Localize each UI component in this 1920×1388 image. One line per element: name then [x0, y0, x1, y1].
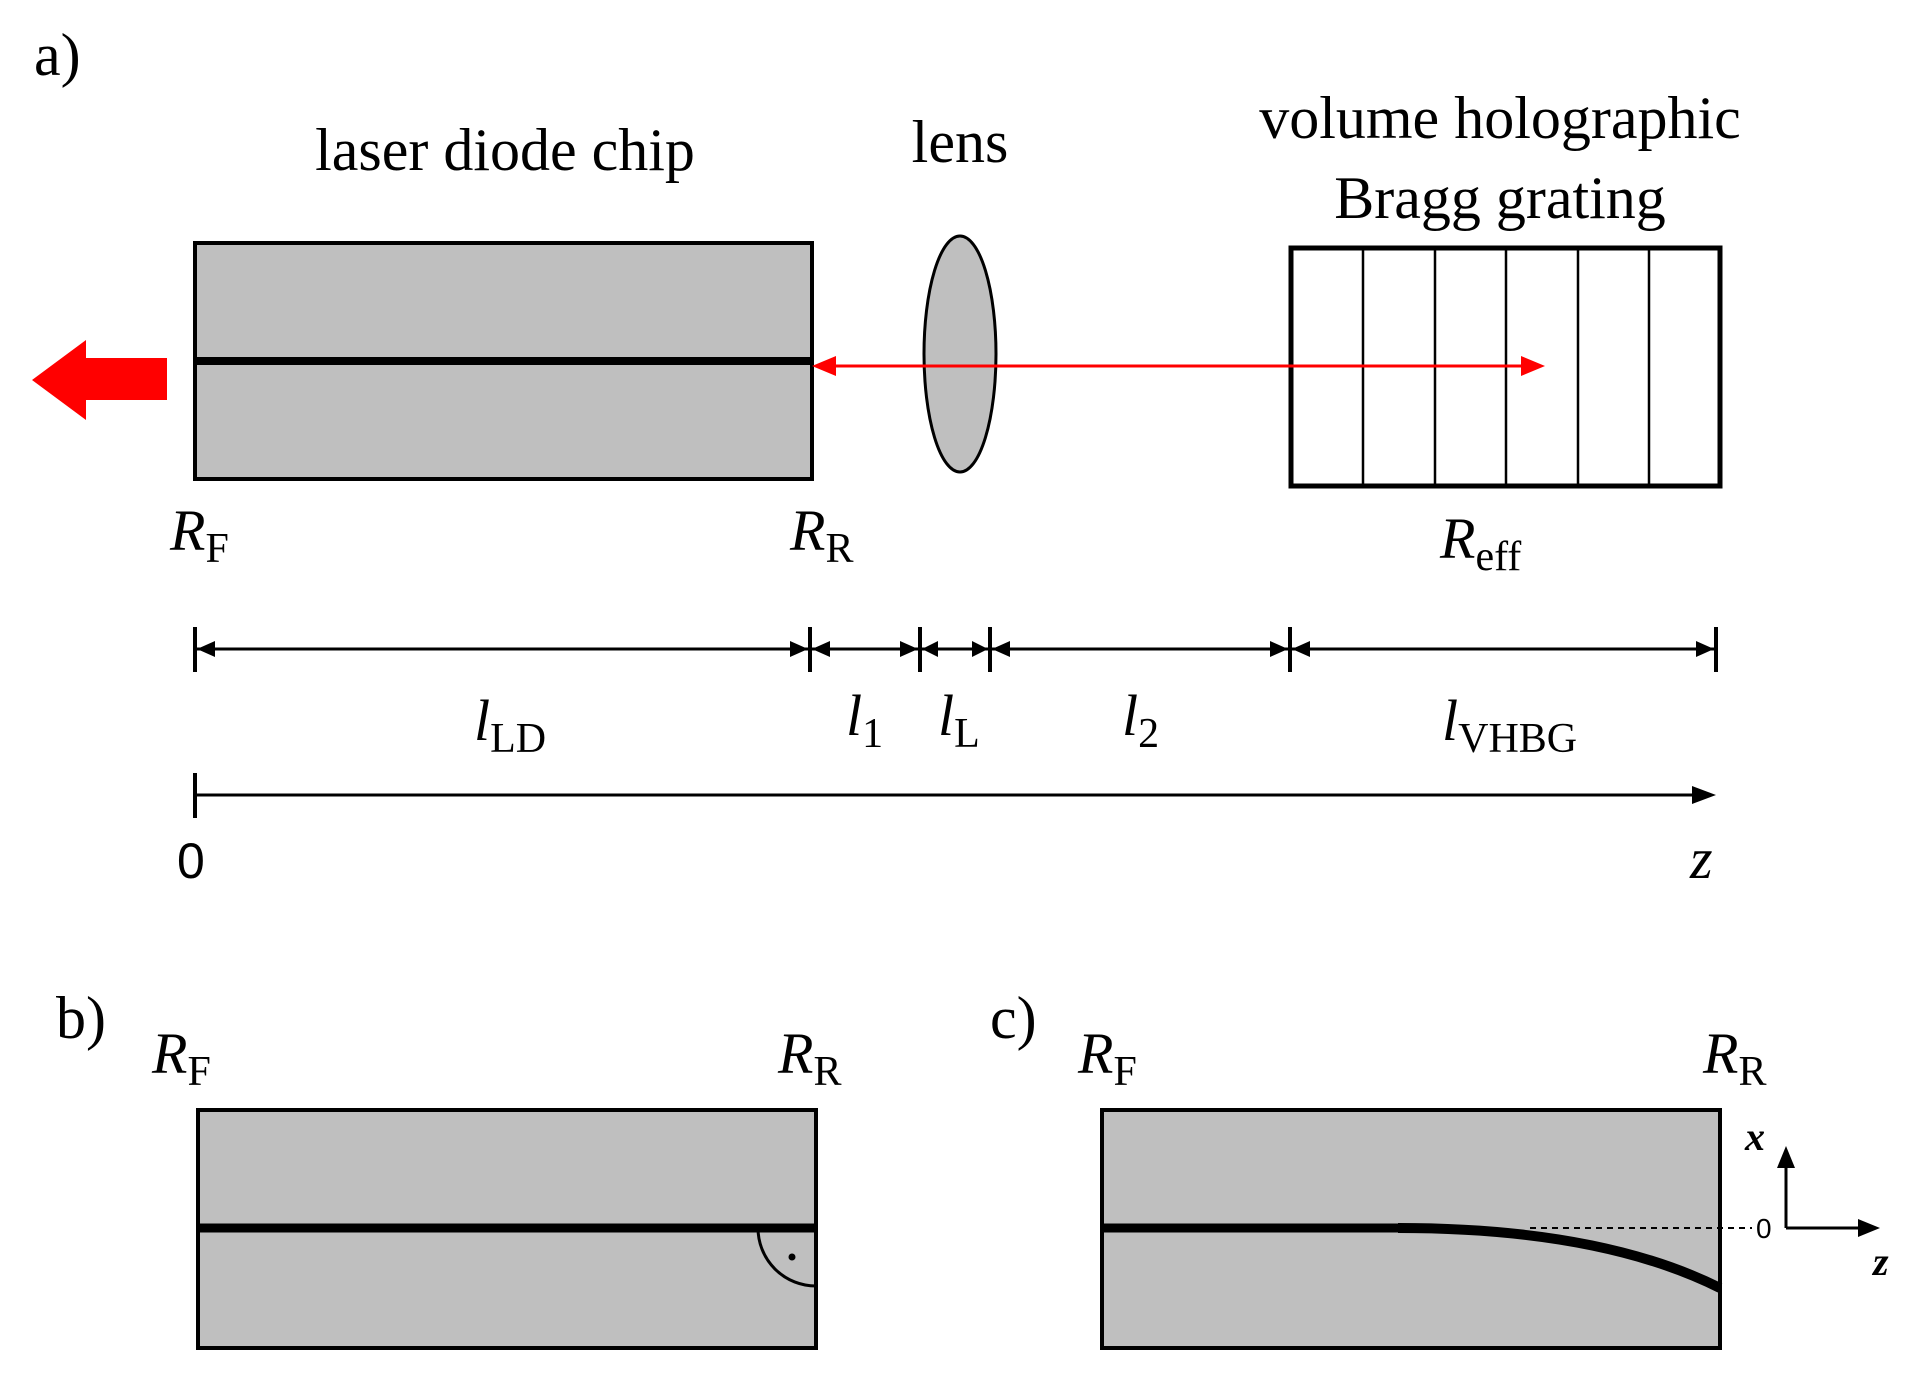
length-label-l2: l2: [1122, 683, 1159, 757]
panel-c-waveguide-curved: [1397, 1223, 1723, 1293]
length-label-vhbg: lVHBG: [1442, 688, 1577, 762]
feedback-beam: [812, 356, 1545, 376]
panel-c-rf-label: RF: [1077, 1021, 1137, 1095]
panel-b-rr-label: RR: [777, 1021, 841, 1095]
axis-origin-label: 0: [177, 833, 205, 889]
axis-z-label: z: [1689, 826, 1713, 891]
length-label-l1: l1: [846, 683, 883, 757]
vhbg-label-line1: volume holographic: [1259, 85, 1741, 151]
output-beam-arrow-icon: [32, 340, 167, 420]
panel-b: b) RF RR: [56, 985, 841, 1350]
panel-c: c) RF RR x z 0: [990, 985, 1889, 1350]
panel-a: a) laser diode chip lens volume holograp…: [32, 22, 1741, 891]
vhbg-label-line2: Bragg grating: [1334, 165, 1666, 231]
length-label-ld: lLD: [474, 688, 546, 762]
rr-label: RR: [789, 498, 853, 572]
lens: [922, 234, 998, 474]
panel-c-letter: c): [990, 985, 1037, 1051]
panel-c-axis-origin: 0: [1756, 1213, 1772, 1244]
reff-label: Reff: [1439, 506, 1521, 580]
panel-b-letter: b): [56, 985, 106, 1051]
length-label-lens: lL: [938, 683, 980, 757]
z-axis: [193, 773, 1716, 818]
panel-c-rr-label: RR: [1702, 1021, 1766, 1095]
rf-label: RF: [169, 498, 229, 572]
laser-chip-label: laser diode chip: [315, 117, 695, 183]
panel-b-rf-label: RF: [151, 1021, 211, 1095]
panel-c-x-axis-label: x: [1744, 1114, 1765, 1159]
panel-a-letter: a): [34, 22, 81, 88]
panel-b-right-angle-marker: [756, 1227, 817, 1288]
panel-b-angle-dot: [788, 1253, 796, 1261]
lens-label: lens: [912, 109, 1009, 175]
dimension-line: [193, 627, 1718, 672]
panel-c-axes: [1777, 1146, 1880, 1237]
panel-c-z-axis-label: z: [1871, 1239, 1889, 1284]
